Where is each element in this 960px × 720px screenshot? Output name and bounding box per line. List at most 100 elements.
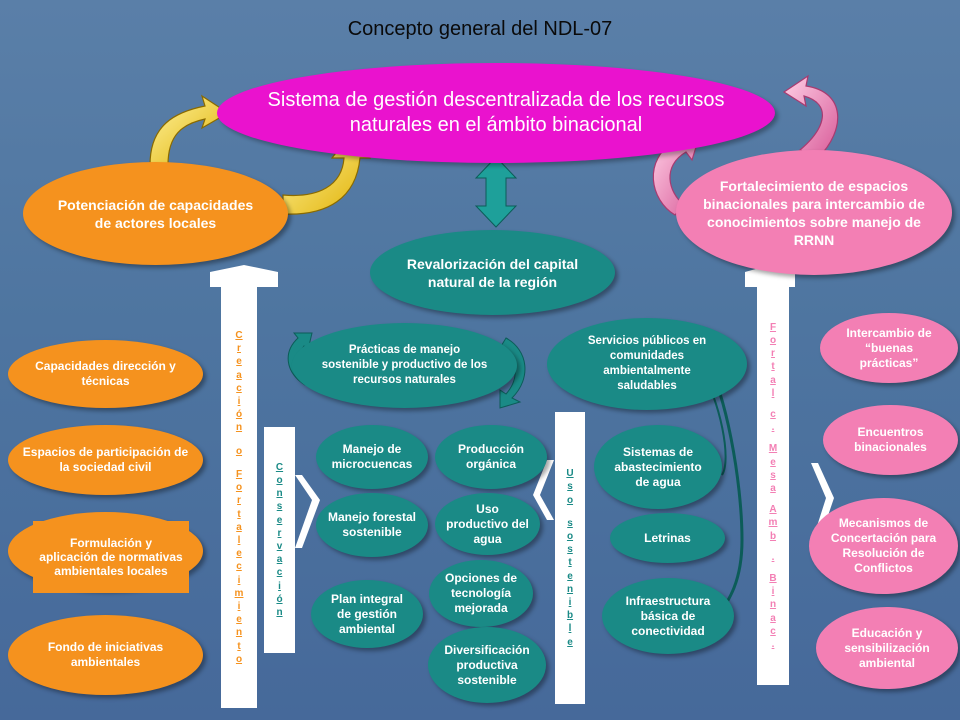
vertical-letter: m <box>234 587 244 599</box>
uso-bar <box>555 412 585 704</box>
vertical-letter: m <box>768 517 778 529</box>
servicios-item-text: Infraestructura básica de conectividad <box>625 593 711 638</box>
left-item-oval: Capacidades dirección y técnicas <box>8 340 203 408</box>
curved-arrow-icon <box>782 74 839 159</box>
vertical-letter: i <box>237 574 241 586</box>
practicas-text: Prácticas de manejo sostenible y product… <box>321 344 488 386</box>
uso-item-text: Opciones de tecnología mejorada <box>444 571 518 615</box>
right-item-text: Mecanismos de Concertación para Resoluci… <box>830 516 937 575</box>
main-goal-oval: Sistema de gestión descentralizada de lo… <box>217 63 775 163</box>
vertical-letter: i <box>278 580 281 592</box>
vertical-letter: e <box>236 356 242 368</box>
vertical-letter: o <box>566 494 574 506</box>
right-item-text: Intercambio de “buenas prácticas” <box>846 325 932 370</box>
vertical-letter: e <box>567 636 573 648</box>
vertical-letter: e <box>236 548 242 560</box>
vertical-letter: c <box>276 567 283 579</box>
vertical-letter: o <box>235 653 243 665</box>
left-item-text: Capacidades dirección y técnicas <box>35 359 176 388</box>
vertical-letter: e <box>770 456 776 468</box>
center-objective-text: Revalorización del capital natural de la… <box>406 255 579 290</box>
vertical-letter: n <box>769 599 777 611</box>
vertical-letter: i <box>237 600 241 612</box>
vertical-letter: C <box>275 461 284 473</box>
vertical-letter: n <box>276 488 283 500</box>
vertical-letter: a <box>770 612 776 624</box>
vertical-letter: M <box>768 443 778 455</box>
vertical-letter: o <box>276 474 283 486</box>
left-objective-oval: Potenciación de capacidades de actores l… <box>23 162 288 265</box>
servicios-item-oval: Sistemas de abastecimiento de agua <box>594 425 722 509</box>
vertical-letter: c <box>236 561 242 573</box>
vertical-letter: s <box>276 501 283 513</box>
vertical-letter: ó <box>235 409 243 421</box>
right-vertical-arrow-bar <box>757 287 789 685</box>
right-item-oval: Intercambio de “buenas prácticas” <box>820 313 958 383</box>
vertical-letter: c <box>770 625 776 637</box>
uso-item-oval: Uso productivo del agua <box>435 493 540 555</box>
vertical-letter: U <box>566 468 574 480</box>
vertical-letter: b <box>769 530 777 542</box>
vertical-letter: i <box>771 586 775 598</box>
vertical-letter: a <box>770 483 776 494</box>
vertical-letter: . <box>771 639 775 651</box>
uso-item-text: Producción orgánica <box>457 442 524 471</box>
vertical-letter: i <box>568 597 572 608</box>
left-item-text: Formulación y aplicación de normativas a… <box>39 536 183 578</box>
vertical-letter: n <box>235 422 243 434</box>
conservacion-item-oval: Manejo forestal sostenible <box>316 493 428 557</box>
vertical-letter: n <box>566 583 574 595</box>
vertical-letter: o <box>235 445 243 457</box>
vertical-letter: l <box>771 387 775 399</box>
vertical-letter: r <box>237 495 241 507</box>
vertical-bar-arrow-icon <box>210 265 278 287</box>
conservacion-item-oval: Manejo de microcuencas <box>316 425 428 489</box>
double-arrow-icon <box>474 156 518 228</box>
vertical-letter: t <box>568 557 572 569</box>
servicios-item-text: Letrinas <box>644 530 691 545</box>
right-objective-oval: Fortalecimiento de espacios binacionales… <box>676 150 952 275</box>
vertical-letter: ó <box>276 593 283 605</box>
right-objective-text: Fortalecimiento de espacios binacionales… <box>703 177 925 248</box>
vertical-letter: t <box>771 361 775 373</box>
vertical-letter: s <box>567 544 573 556</box>
vertical-letter: s <box>770 469 776 481</box>
vertical-letter: l <box>237 534 241 546</box>
page-title: Concepto general del NDL-07 <box>347 18 613 40</box>
vertical-letter: a <box>770 374 776 386</box>
right-item-oval: Encuentros binacionales <box>823 405 958 475</box>
vertical-letter: r <box>277 527 282 539</box>
left-item-rect: Formulación y aplicación de normativas a… <box>33 521 189 593</box>
vertical-letter: . <box>771 422 775 434</box>
vertical-letter: l <box>568 623 572 635</box>
vertical-letter: r <box>237 343 241 355</box>
chevron-arrow-icon <box>533 460 554 520</box>
servicios-item-oval: Letrinas <box>610 513 725 563</box>
main-goal-text: Sistema de gestión descentralizada de lo… <box>267 89 725 136</box>
vertical-letter: t <box>237 640 241 652</box>
vertical-letter: n <box>235 627 243 639</box>
vertical-letter: c <box>770 408 776 420</box>
vertical-letter: a <box>236 521 242 533</box>
vertical-letter: a <box>276 554 283 566</box>
conservacion-item-text: Plan integral de gestión ambiental <box>330 591 404 636</box>
vertical-letter: A <box>769 504 777 516</box>
right-item-text: Educación y sensibilización ambiental <box>844 625 930 670</box>
uso-item-oval: Producción orgánica <box>435 425 547 489</box>
vertical-letter: F <box>235 468 243 480</box>
vertical-letter: t <box>237 508 241 520</box>
left-item-oval: Fondo de iniciativas ambientales <box>8 615 203 695</box>
curved-arrow-icon <box>149 94 230 166</box>
vertical-letter: e <box>276 514 283 526</box>
vertical-letter: o <box>235 482 243 494</box>
servicios-oval: Servicios públicos en comunidades ambien… <box>547 318 747 410</box>
vertical-letter: i <box>237 396 241 408</box>
uso-item-text: Uso productivo del agua <box>446 501 529 546</box>
servicios-text: Servicios públicos en comunidades ambien… <box>587 335 707 392</box>
left-vertical-arrow-bar <box>221 287 257 708</box>
right-item-oval: Mecanismos de Concertación para Resoluci… <box>809 498 958 594</box>
left-item-oval: Espacios de participación de la sociedad… <box>8 425 203 495</box>
right-item-oval: Educación y sensibilización ambiental <box>816 607 958 689</box>
